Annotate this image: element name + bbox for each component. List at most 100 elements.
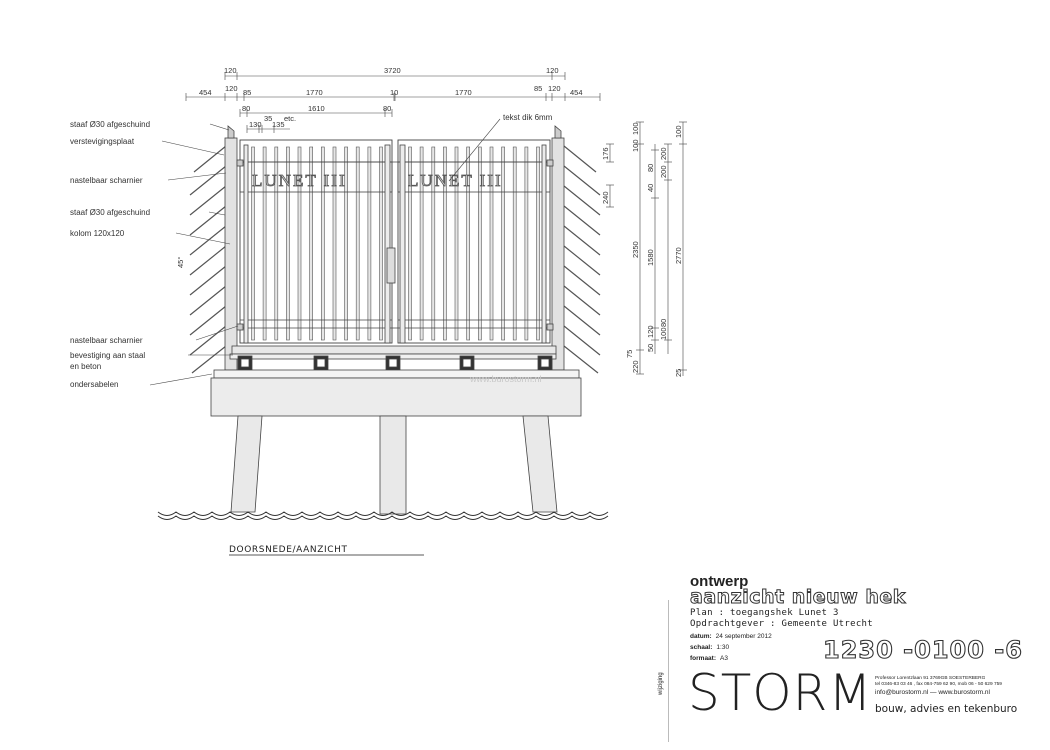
dim-135: 135 [272,120,285,129]
section-title: DOORSNEDE/AANZICHT [229,545,348,555]
leader-lines [149,118,501,386]
rdim-100-b: 100 [631,139,640,152]
rdim-200-a: 200 [659,147,668,160]
gate-bar [477,146,482,341]
rdim-240: 240 [601,191,610,204]
drawing-title: aanzicht nieuw hek [690,586,906,609]
dim-454-left: 454 [199,88,212,97]
dim-1610: 1610 [308,104,325,113]
rdim-25: 25 [674,369,683,377]
label-bevestiging: bevestiging aan staal [70,351,145,360]
gate-bar [466,146,471,341]
client-line: Opdrachtgever : Gemeente Utrecht [690,619,873,629]
gate-bar [431,146,436,341]
company-tagline: bouw, advies en tekenburo [875,703,1018,715]
company-logo: STORM [688,664,873,722]
rdim-220: 220 [631,360,640,373]
label-staaf-top: staaf Ø30 afgeschuind [70,120,150,129]
format-value: A3 [720,655,728,662]
right-dimensions [606,121,687,376]
rdim-50: 50 [646,344,655,352]
label-en-beton: en beton [70,362,101,371]
rdim-176: 176 [601,147,610,160]
pile-left [230,415,263,513]
gate-text-right: LUNET III [408,171,503,190]
gate-bar [320,146,325,341]
left-spike-fence [189,145,227,374]
gate-bar [309,146,314,341]
gate-bar [274,146,279,341]
dim-85-left: 85 [243,88,251,97]
plan-line: Plan : toegangshek Lunet 3 [690,608,839,618]
dim-80-left: 80 [242,104,250,113]
gate-bar [524,146,529,341]
gate-bar [512,146,517,341]
gate-frames [236,139,554,344]
gate-bar [262,146,267,341]
rdim-1580: 1580 [646,249,655,266]
label-verstevigingsplaat: verstevigingsplaat [70,137,135,146]
rdim-80: 80 [646,164,655,172]
gate-bar [344,146,348,341]
label-scharnier-bottom: nastelbaar scharnier [70,336,143,345]
dim-120-left: 120 [224,66,237,75]
gate-bar [443,146,447,341]
gate-bar [536,146,540,341]
gate-bars [251,146,540,341]
rdim-75: 75 [625,350,634,358]
label-staaf-middle: staaf Ø30 afgeschuind [70,208,150,217]
dim-454-right: 454 [570,88,583,97]
scale-value: 1:30 [716,644,730,651]
rdim-40: 40 [646,184,655,192]
label-scharnier-top: nastelbaar scharnier [70,176,143,185]
gate-bar [489,146,494,341]
dim-3720: 3720 [384,66,401,75]
water-line [157,511,609,516]
top-dimensions [185,72,601,133]
heading-ontwerp: ontwerp [690,573,749,590]
water-line-2 [157,515,609,520]
dim-85-right: 85 [534,84,542,93]
title-block: ontwerp aanzicht nieuw hek Plan : toegan… [658,570,1043,745]
dim-1770-right: 1770 [455,88,472,97]
gate-bar [408,146,412,341]
gate-bar [379,146,383,341]
dim-120-r2: 120 [548,84,561,93]
rdim-100-a: 100 [631,122,640,135]
gate-bar [297,146,302,341]
dim-etc: etc. [284,114,296,123]
revision-label: wijziging [658,672,664,695]
rdim-100-d: 100 [674,125,683,138]
company-address: Professor Lorentzlaan 91 3769GB SOESTERB… [875,676,1002,688]
dim-120-right: 120 [546,66,559,75]
rdim-200-b: 200 [659,165,668,178]
dim-120-l2: 120 [225,84,238,93]
label-kolom: kolom 120x120 [70,229,125,238]
gate-bar [355,146,360,341]
pile-right [522,415,558,513]
rdim-120: 120 [646,325,655,338]
format-label: formaat: [690,655,717,662]
company-contact: info@burostorm.nl — www.burostorm.nl [875,689,990,696]
gate-bar [286,146,290,341]
right-spike-fence [563,145,601,374]
gate-text-left: LUNET III [252,171,347,190]
phone-line: tel 0346-83 03 46 , fax 084-759 62 90, m… [875,682,1002,687]
foundation [210,345,582,515]
rdim-2350: 2350 [631,241,640,258]
dim-35: 35 [264,114,272,123]
rdim-2770: 2770 [674,247,683,264]
label-ondersabelen: ondersabelen [70,380,118,389]
label-tekst-dik: tekst dik 6mm [503,113,553,122]
title-block-divider [668,600,669,742]
dim-10: 10 [390,88,398,97]
date-label: datum: [690,633,712,640]
date-row: datum:24 september 2012 [690,633,772,640]
dim-130: 130 [249,120,262,129]
gate-bar [367,146,372,341]
top-dimension-labels: 120 3720 120 454 120 85 1770 10 1770 85 … [199,66,583,129]
dim-80-right: 80 [383,104,391,113]
date-value: 24 september 2012 [715,633,772,640]
gate-bar [419,146,424,341]
